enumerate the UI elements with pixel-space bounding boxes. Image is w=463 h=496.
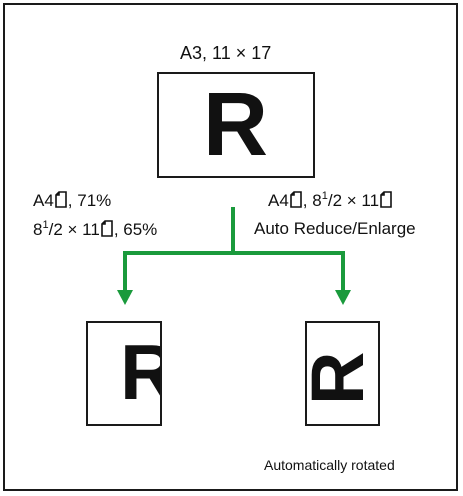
left-copy-sheet: R — [86, 321, 162, 426]
left-line1-paper: A4 — [33, 191, 54, 210]
portrait-paper-icon — [54, 191, 67, 208]
right-line1-num: 1 — [321, 190, 328, 202]
right-line1-whole: 8 — [312, 191, 322, 210]
right-line1-paper: A4 — [268, 191, 289, 210]
right-line1-sep: , — [302, 191, 313, 210]
portrait-paper-icon — [289, 191, 302, 208]
right-copy-sheet: R — [305, 321, 380, 426]
portrait-paper-icon — [380, 191, 392, 208]
diagram-frame — [3, 3, 458, 491]
right-copy-letter-rotated: R — [307, 352, 378, 405]
right-label-line2: Auto Reduce/Enlarge — [254, 219, 416, 238]
right-line1-tail: × 11 — [342, 191, 380, 210]
original-size-label: A3, 11 × 17 — [180, 43, 272, 63]
rotation-caption: Automatically rotated — [264, 457, 395, 473]
left-label-line1: A4 , 71% — [33, 191, 111, 209]
right-line1-den: 2 — [332, 191, 343, 210]
frac-slash: / — [48, 220, 54, 239]
left-copy-letter: R — [120, 333, 160, 411]
left-line2-tail: × 11 — [62, 220, 100, 239]
left-line2-whole: 8 — [33, 220, 43, 239]
left-line2-den: 2 — [53, 220, 63, 239]
original-sheet: R — [157, 72, 315, 178]
left-label-line2: 81/2 × 11 , 65% — [33, 219, 158, 239]
original-letter: R — [203, 75, 268, 175]
portrait-paper-icon — [101, 220, 113, 237]
right-label-line1: A4, 81/2 × 11 — [268, 191, 393, 209]
frac-slash: / — [327, 191, 333, 210]
left-line1-value: , 71% — [67, 191, 112, 210]
left-line2-value: , 65% — [113, 220, 158, 239]
left-line2-num: 1 — [42, 219, 49, 231]
